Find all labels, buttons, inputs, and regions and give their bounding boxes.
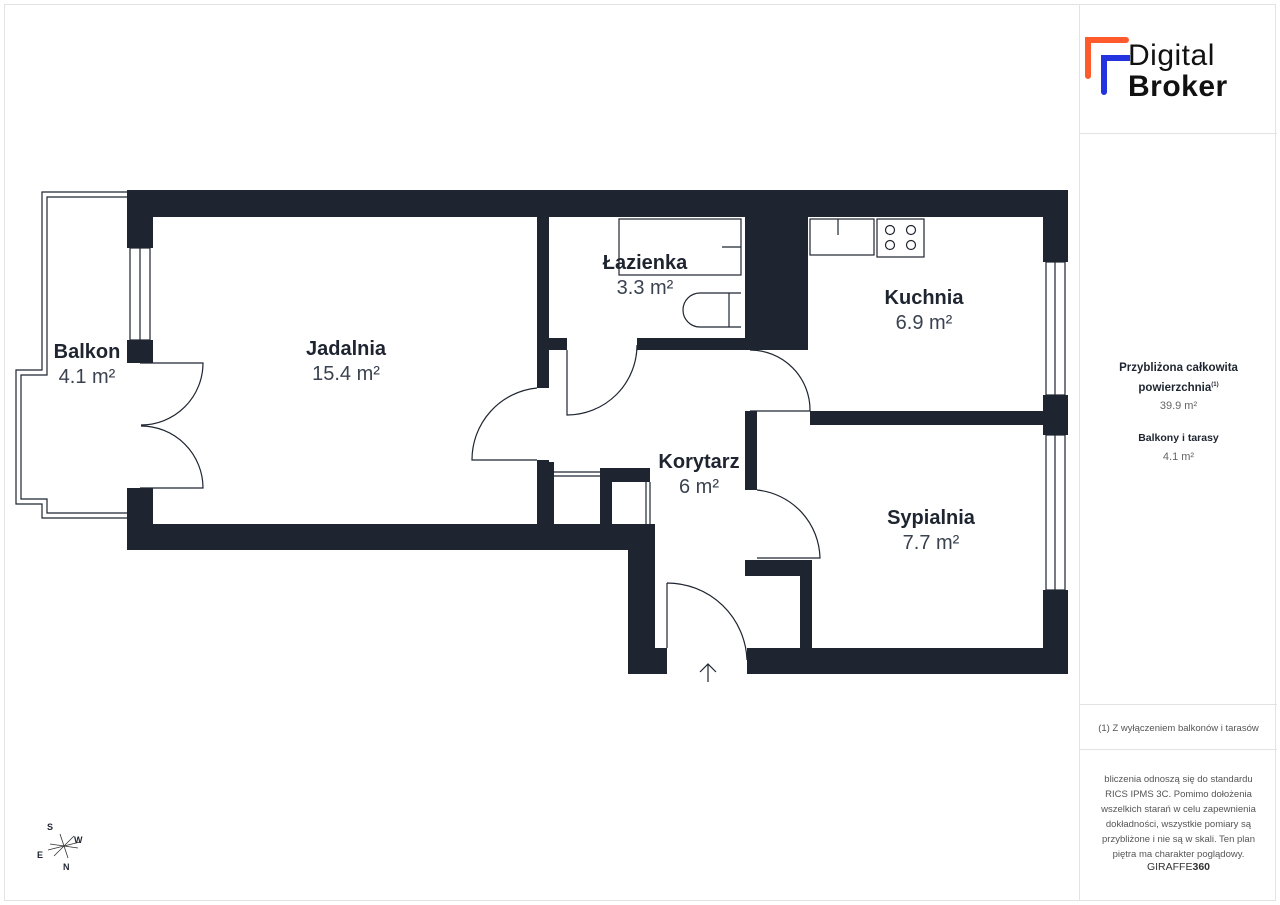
- room-jadalnia: Jadalnia 15.4 m²: [306, 338, 386, 386]
- giraffe360-credit: GIRAFFE360: [1146, 861, 1211, 873]
- walls: [127, 190, 1068, 674]
- room-area: 6 m²: [678, 476, 719, 498]
- balcony-value: 4.1 m²: [1162, 451, 1195, 463]
- door: [471, 387, 538, 461]
- room-area: 6.9 m²: [895, 312, 953, 334]
- door: [140, 425, 204, 489]
- balcony-outline: [15, 191, 127, 519]
- room-lazienka: Łazienka 3.3 m²: [603, 252, 687, 300]
- room-area: 3.3 m²: [616, 277, 674, 299]
- stove: [876, 218, 925, 258]
- footnote: (1) Z wyłączeniem balkonów i tarasów: [1098, 723, 1259, 734]
- brand-name: Digital Broker: [1128, 39, 1228, 103]
- room-sypialnia: Sypialnia 7.7 m²: [887, 507, 975, 555]
- digital-broker-logo-icon: [1085, 37, 1130, 95]
- room-area: 7.7 m²: [902, 532, 960, 554]
- room-area: 15.4 m²: [312, 363, 380, 385]
- room-name: Kuchnia: [884, 287, 964, 309]
- room-area: 4.1 m²: [58, 366, 116, 388]
- total-area-label: Przybliżona całkowita powierzchnia(1): [1119, 362, 1238, 394]
- compass-icon: S W E N: [36, 822, 96, 872]
- page-frame: [4, 4, 1276, 901]
- room-balkon: Balkon 4.1 m²: [54, 341, 121, 389]
- room-name: Korytarz: [658, 451, 740, 473]
- room-name: Jadalnia: [305, 338, 387, 360]
- sink: [809, 218, 875, 256]
- door: [140, 362, 204, 426]
- door: [756, 489, 821, 559]
- entrance-door: [666, 582, 748, 661]
- room-name: Balkon: [53, 341, 121, 363]
- door: [566, 344, 638, 416]
- room-name: Łazienka: [602, 252, 688, 274]
- total-area-value: 39.9 m²: [1159, 400, 1198, 412]
- toilet: [682, 292, 741, 328]
- compass-e: E: [37, 850, 44, 860]
- room-name: Sypialnia: [887, 507, 975, 529]
- compass-n: N: [63, 862, 70, 872]
- entrance-arrow-icon: [699, 663, 717, 682]
- balcony-label: Balkony i tarasy: [1138, 432, 1219, 444]
- info-sidebar: Przybliżona całkowita powierzchnia(1) 39…: [1079, 4, 1277, 901]
- room-kuchnia: Kuchnia 6.9 m²: [885, 287, 964, 335]
- compass-w: W: [74, 835, 83, 845]
- room-korytarz: Korytarz 6 m²: [658, 451, 739, 499]
- door: [749, 349, 811, 412]
- compass-s: S: [47, 822, 54, 832]
